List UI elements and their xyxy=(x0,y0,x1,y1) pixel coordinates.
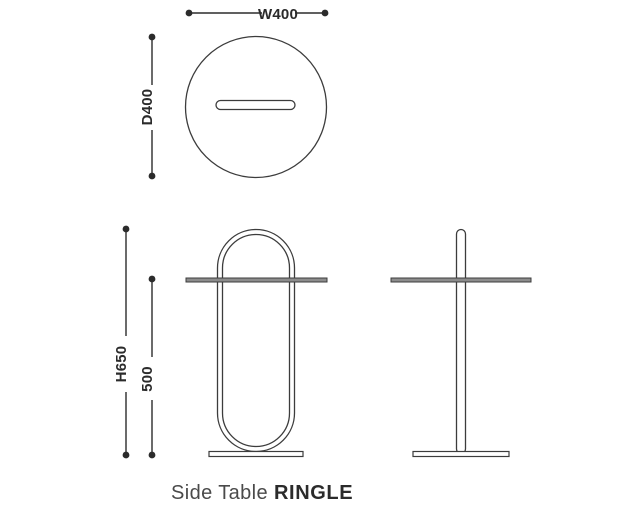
dimension-label-width: W400 xyxy=(258,6,298,23)
caption-group: Side Table RINGLE xyxy=(171,482,353,504)
side-stem xyxy=(455,228,467,455)
dimension-height-h650: H650 xyxy=(113,225,130,459)
dimension-endpoint-right xyxy=(321,9,329,17)
dimension-endpoint-top xyxy=(148,33,156,41)
caption-text: Side Table RINGLE xyxy=(171,482,353,504)
top-view-circle-outline xyxy=(184,35,328,179)
dimension-endpoint-top xyxy=(122,225,130,233)
dimension-height-500: 500 xyxy=(139,275,156,459)
dimension-endpoint-bottom xyxy=(122,451,130,459)
front-base-plate xyxy=(208,450,304,458)
side-elevation-group xyxy=(390,228,532,458)
dimension-endpoint-top xyxy=(148,275,156,283)
dimension-endpoint-bottom xyxy=(148,451,156,459)
caption-category: Side Table xyxy=(171,482,268,504)
dimension-endpoint-bottom xyxy=(148,172,156,180)
top-view-group xyxy=(184,35,328,179)
side-base-plate xyxy=(412,450,510,458)
front-ring-inner xyxy=(221,233,291,448)
front-ring-outer xyxy=(216,228,296,453)
side-tabletop xyxy=(390,277,532,283)
top-view-slot xyxy=(215,99,296,111)
dimension-label-depth: D400 xyxy=(139,89,156,126)
dimension-label-height-total: H650 xyxy=(113,346,130,383)
caption-model: RINGLE xyxy=(274,482,353,504)
front-elevation-group xyxy=(185,228,328,458)
dimension-width-w400: W400 xyxy=(185,6,329,23)
dimension-label-height-top: 500 xyxy=(139,366,156,392)
dimension-depth-d400: D400 xyxy=(139,33,156,180)
dimension-endpoint-left xyxy=(185,9,193,17)
front-tabletop xyxy=(185,277,328,283)
